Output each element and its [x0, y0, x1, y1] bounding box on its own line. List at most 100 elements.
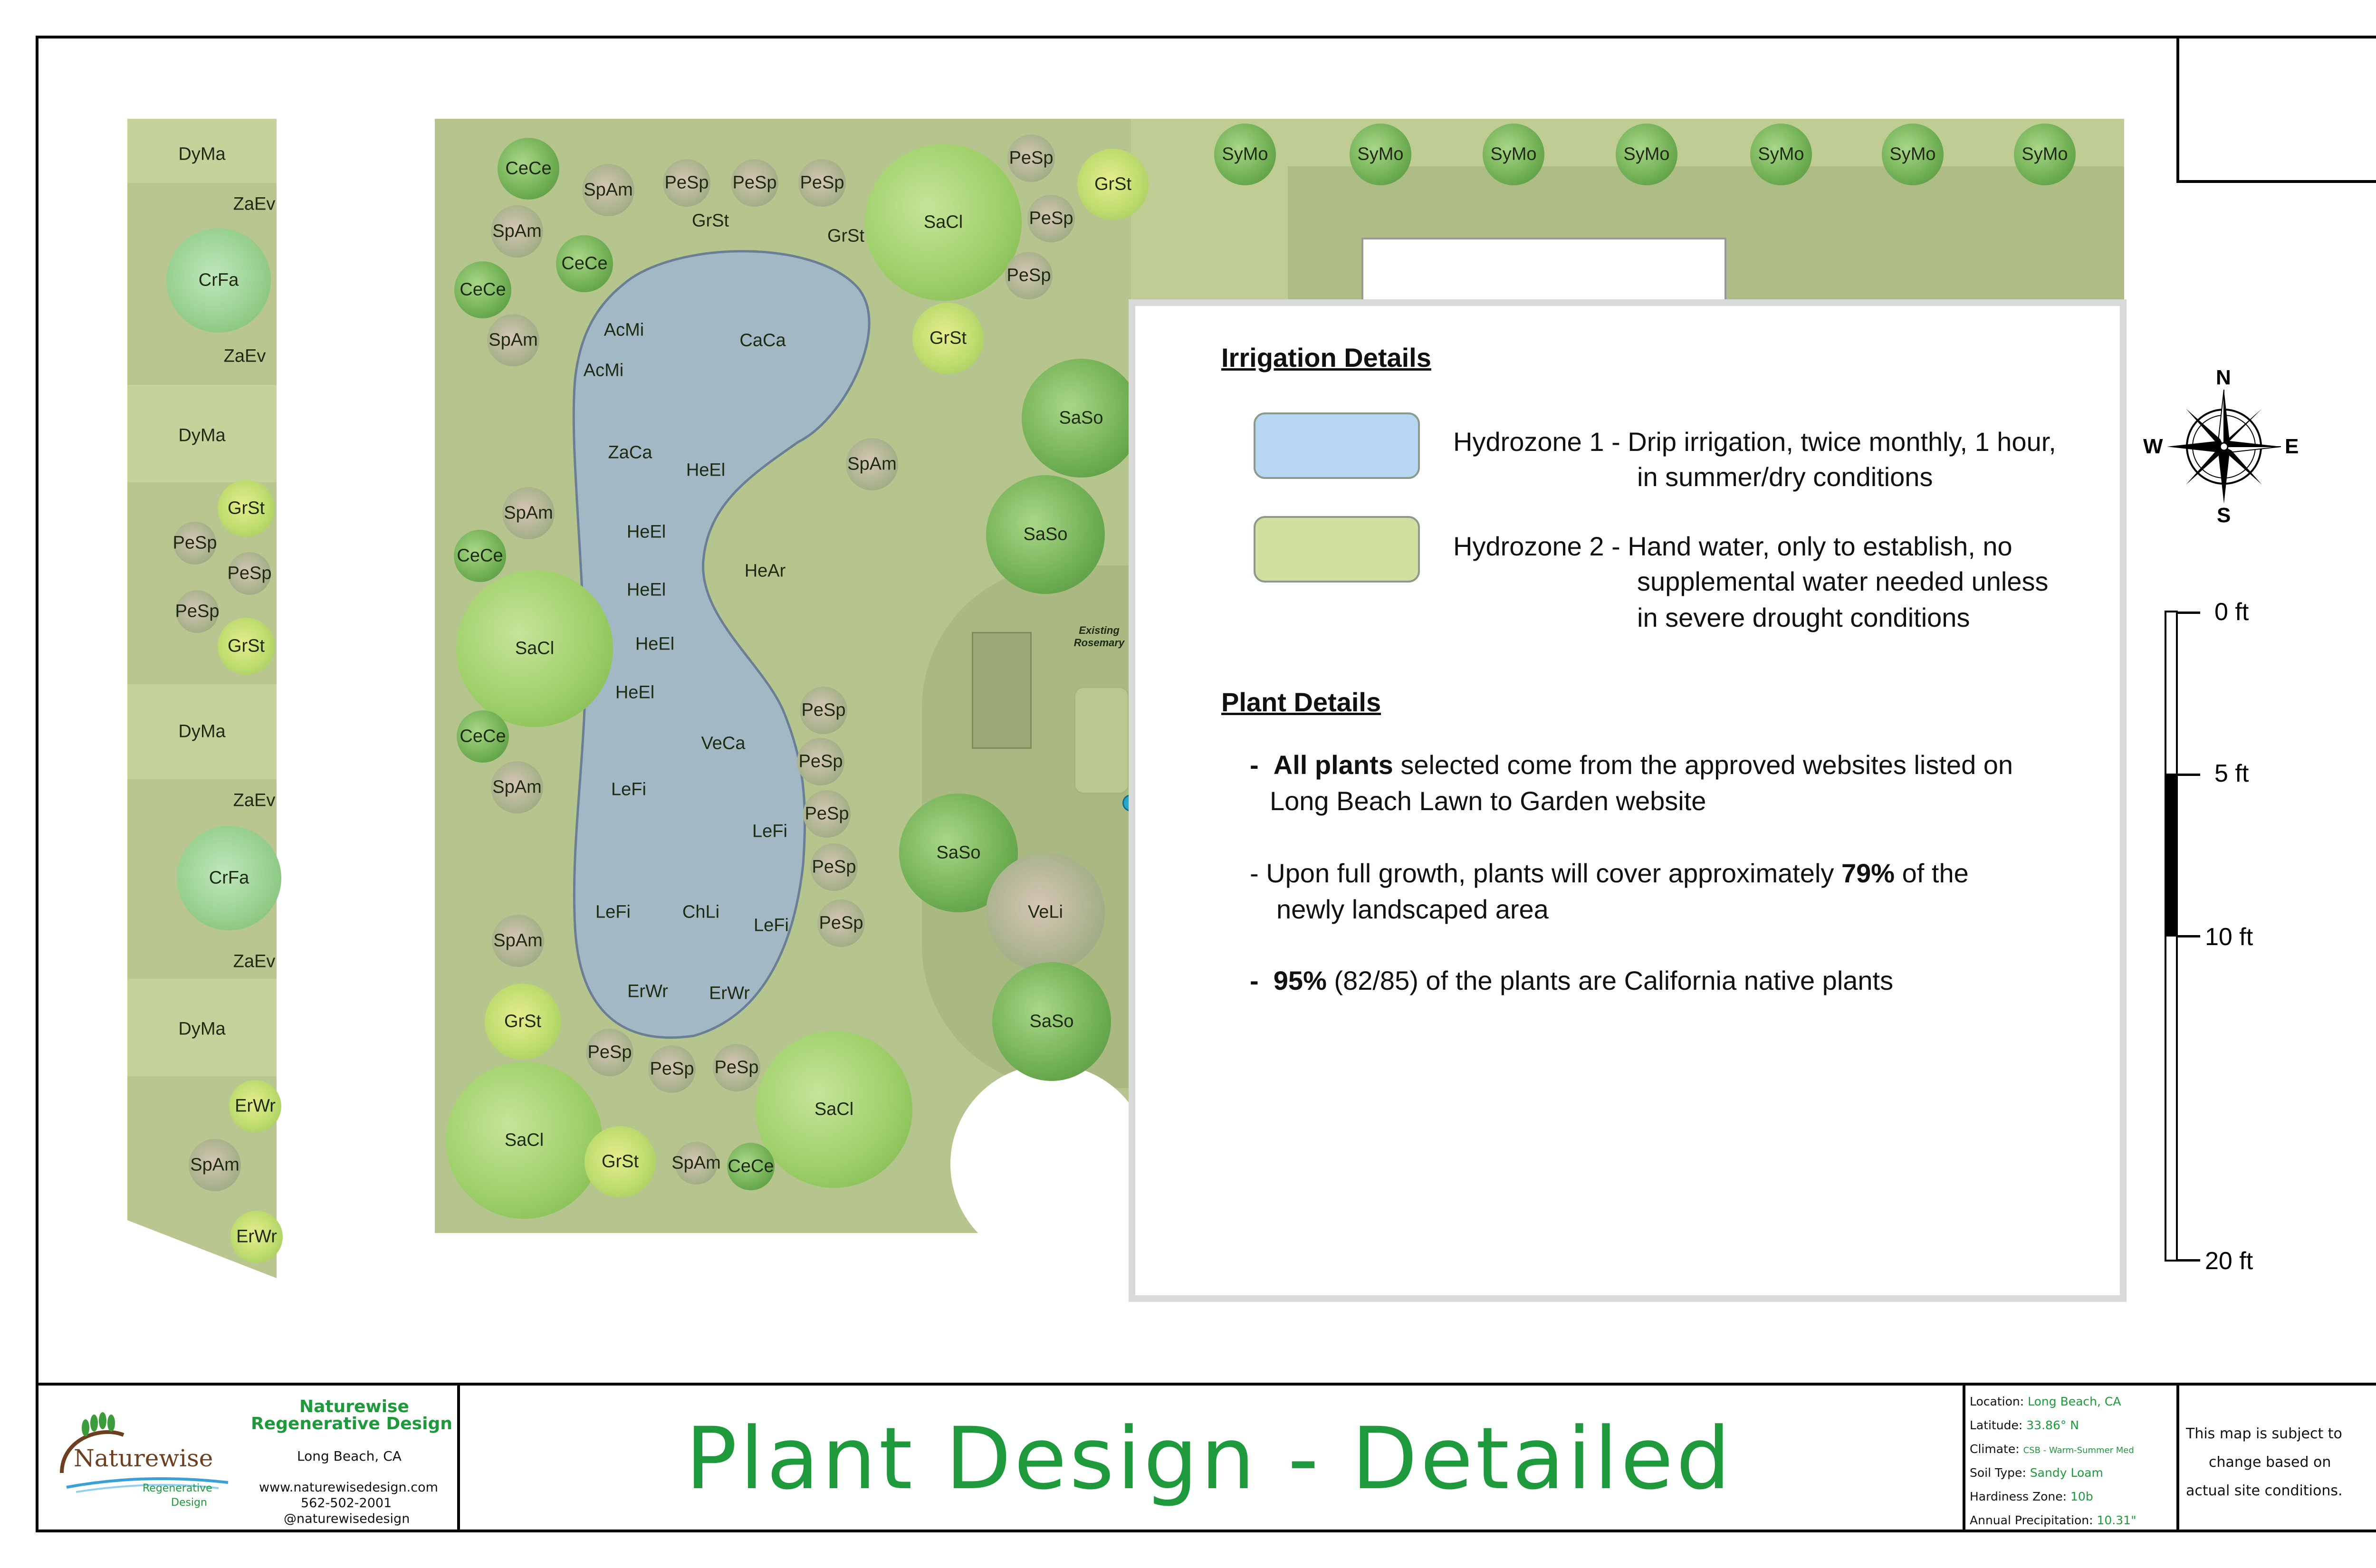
logo-sub2: Design [171, 1497, 207, 1509]
logo-sub1: Regenerative [143, 1482, 212, 1494]
plant-label: PeSp [801, 700, 846, 720]
plant-symbol [485, 984, 561, 1060]
plant-label: LeFi [611, 779, 646, 800]
plant-label: HeEl [686, 460, 726, 480]
plant-symbol [675, 1142, 718, 1185]
plant-label: SyMo [1222, 144, 1268, 164]
scale-tick [2176, 612, 2200, 614]
plant-symbol [817, 899, 865, 947]
hz2-line1: Hydrozone 2 - Hand water, only to establ… [1453, 531, 2012, 561]
plant-label: PeSp [812, 857, 856, 877]
left-strip-band [127, 385, 277, 482]
plant-symbol [756, 1031, 912, 1188]
plant-symbol [491, 761, 543, 813]
plant-symbol [986, 475, 1105, 594]
plant-label: SpAm [190, 1155, 240, 1175]
plant-label: SyMo [1490, 144, 1537, 164]
plant-symbol [727, 1143, 775, 1190]
plant-label: LeFi [595, 902, 631, 922]
plant-label: LeFi [754, 915, 789, 936]
pad [1074, 687, 1129, 794]
plant-symbol [584, 1126, 656, 1197]
plant-label: HeAr [744, 561, 786, 581]
plant-symbol [582, 164, 634, 216]
plant-label: ChLi [682, 902, 720, 922]
scale-label-5: 5 ft [2214, 760, 2249, 787]
plant-label: ZaEv [233, 790, 276, 811]
plant-symbol [713, 1044, 760, 1091]
plant-label: CeCe [728, 1156, 774, 1176]
naturewise-logo-icon [60, 1412, 229, 1493]
bench [972, 632, 1032, 749]
plant-label: GrSt [227, 636, 265, 656]
plant-symbol [454, 261, 511, 318]
site-info-soil: Soil Type: Sandy Loam [1970, 1466, 2103, 1480]
existing-rosemary-label: Existing Rosemary [1073, 624, 1125, 649]
plant-label: SpAm [504, 503, 553, 523]
plant-label: PeSp [714, 1057, 759, 1078]
plant-label: PeSp [172, 533, 217, 553]
plant-label: LeFi [752, 821, 787, 841]
site-info-precip: Annual Precipitation: 10.31" [1970, 1513, 2136, 1527]
plant-label: SpAm [492, 777, 542, 797]
plant-symbol [586, 1029, 633, 1076]
plant-label: SyMo [1889, 144, 1936, 164]
plant-label: AcMi [604, 320, 644, 340]
plant-label: ZaEv [233, 951, 276, 972]
compass-n: N [2216, 366, 2231, 389]
bullet-2: - Upon full growth, plants will cover ap… [1250, 858, 1969, 888]
plant-label: ZaEv [223, 346, 266, 366]
plant-label: HeEl [635, 634, 675, 654]
plant-label: SyMo [1623, 144, 1670, 164]
title-block-separator [2176, 1384, 2179, 1532]
plant-symbol [865, 144, 1022, 301]
plant-label: HeEl [615, 682, 655, 703]
bullet-2-line2: newly landscaped area [1276, 894, 1549, 924]
plant-label: PeSp [650, 1059, 694, 1079]
plant-details-heading: Plant Details [1221, 687, 1381, 717]
plant-label: CeCe [460, 279, 506, 300]
logo-text: Naturewise [74, 1444, 213, 1472]
plant-symbol [986, 853, 1105, 972]
plant-label: AcMi [583, 360, 624, 381]
plant-label: ErWr [235, 1096, 276, 1116]
plant-symbol [229, 1080, 281, 1132]
plant-label: GrSt [1094, 174, 1132, 194]
notch [1361, 238, 1726, 308]
plant-label: HeEl [626, 580, 666, 600]
plant-label: ZaCa [608, 442, 652, 463]
plant-label: GrSt [601, 1151, 639, 1172]
plant-label: PeSp [800, 172, 844, 193]
company-city: Long Beach, CA [297, 1448, 402, 1464]
plant-symbol [663, 159, 710, 207]
plant-label: CeCe [460, 726, 506, 746]
plant-label: PeSp [732, 172, 777, 193]
plant-label: DyMa [178, 721, 226, 742]
title-block-separator [1963, 1384, 1965, 1532]
plant-symbol [798, 159, 846, 207]
hydrozone-1-swatch [1254, 412, 1420, 479]
plant-label: VeCa [701, 733, 746, 754]
plant-label: ErWr [236, 1226, 277, 1247]
plant-label: PeSp [1009, 148, 1054, 168]
plant-symbol [1616, 124, 1677, 185]
corner-box [2176, 36, 2376, 183]
plant-symbol [218, 618, 275, 675]
left-strip-band [127, 979, 277, 1076]
plant-symbol [487, 314, 539, 366]
plant-symbol [454, 530, 506, 582]
scale-tick [2176, 1259, 2200, 1262]
hz2-line3: in severe drought conditions [1637, 602, 1970, 632]
plant-symbol [457, 710, 509, 763]
plant-symbol [173, 522, 216, 564]
plant-symbol [2014, 124, 2076, 185]
plant-label: GrSt [691, 210, 729, 231]
plant-symbol [731, 159, 778, 207]
plant-label: DyMa [178, 1019, 226, 1039]
plant-symbol [800, 687, 847, 734]
plant-label: SyMo [2022, 144, 2068, 164]
plant-label: SaSo [1059, 408, 1103, 428]
plant-symbol [1007, 134, 1055, 182]
plant-symbol [556, 235, 613, 292]
plant-label: ZaEv [233, 194, 276, 214]
